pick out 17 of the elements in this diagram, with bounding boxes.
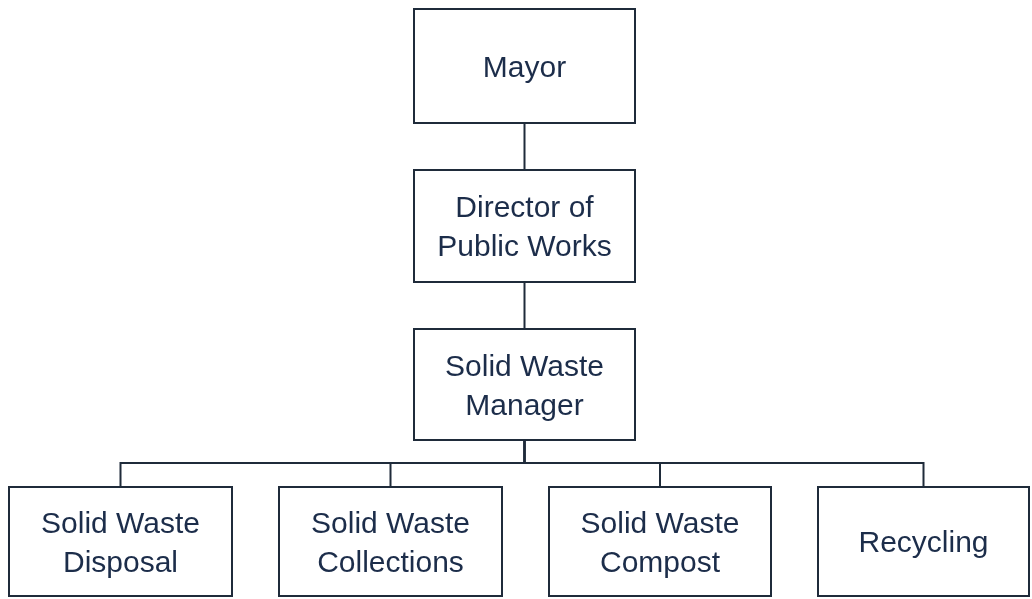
role-box <box>817 486 1030 597</box>
role-title: Solid Waste Collections <box>310 504 471 580</box>
role-box <box>413 169 636 283</box>
role-title: Solid Waste Manager <box>444 347 605 423</box>
role-box <box>8 486 233 597</box>
role-box <box>548 486 772 597</box>
role-title: Mayor <box>482 48 567 85</box>
role-box <box>413 8 636 124</box>
role-title: Solid Waste Compost <box>579 504 741 580</box>
role-title: Recycling <box>858 524 989 560</box>
connector-line <box>523 123 526 170</box>
role-title: Solid Waste Disposal <box>40 504 201 580</box>
role-title: Director of Public Works <box>436 189 613 264</box>
role-box <box>413 328 636 441</box>
connector-line <box>523 282 526 329</box>
connector-line <box>523 440 925 487</box>
role-box <box>278 486 503 597</box>
